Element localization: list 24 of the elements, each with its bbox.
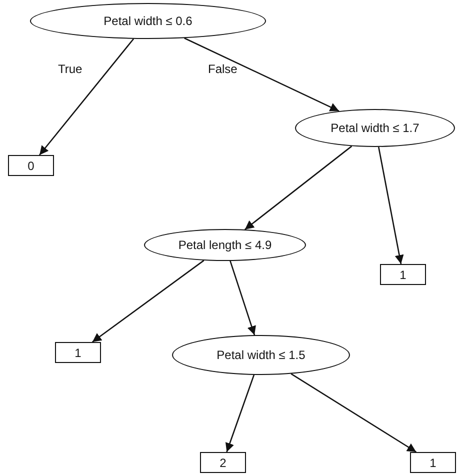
arrow xyxy=(378,146,404,264)
leaf-box xyxy=(55,342,101,363)
arrow xyxy=(39,38,134,156)
arrow xyxy=(92,260,204,343)
node-label: Petal width ≤ 0.6 xyxy=(104,14,192,28)
node-label: 2 xyxy=(220,456,226,470)
leaf-box xyxy=(410,452,456,473)
arrow xyxy=(225,374,255,452)
arrow xyxy=(184,38,340,112)
node-label: Petal length ≤ 4.9 xyxy=(178,238,272,252)
node-label: Petal width ≤ 1.5 xyxy=(216,348,306,362)
node-label: 0 xyxy=(28,158,34,172)
arrow xyxy=(230,260,256,336)
node-label: Petal width ≤ 1.7 xyxy=(330,121,420,135)
leaf-box xyxy=(380,264,426,285)
leaf-box xyxy=(8,155,54,176)
edge-label: False xyxy=(208,62,238,76)
arrow xyxy=(290,373,417,453)
node-label: 1 xyxy=(430,456,436,470)
node-label: 1 xyxy=(400,268,406,282)
arrow xyxy=(244,146,352,230)
node-label: 1 xyxy=(74,346,82,360)
leaf-box xyxy=(200,452,246,473)
edge-label: True xyxy=(58,62,82,76)
